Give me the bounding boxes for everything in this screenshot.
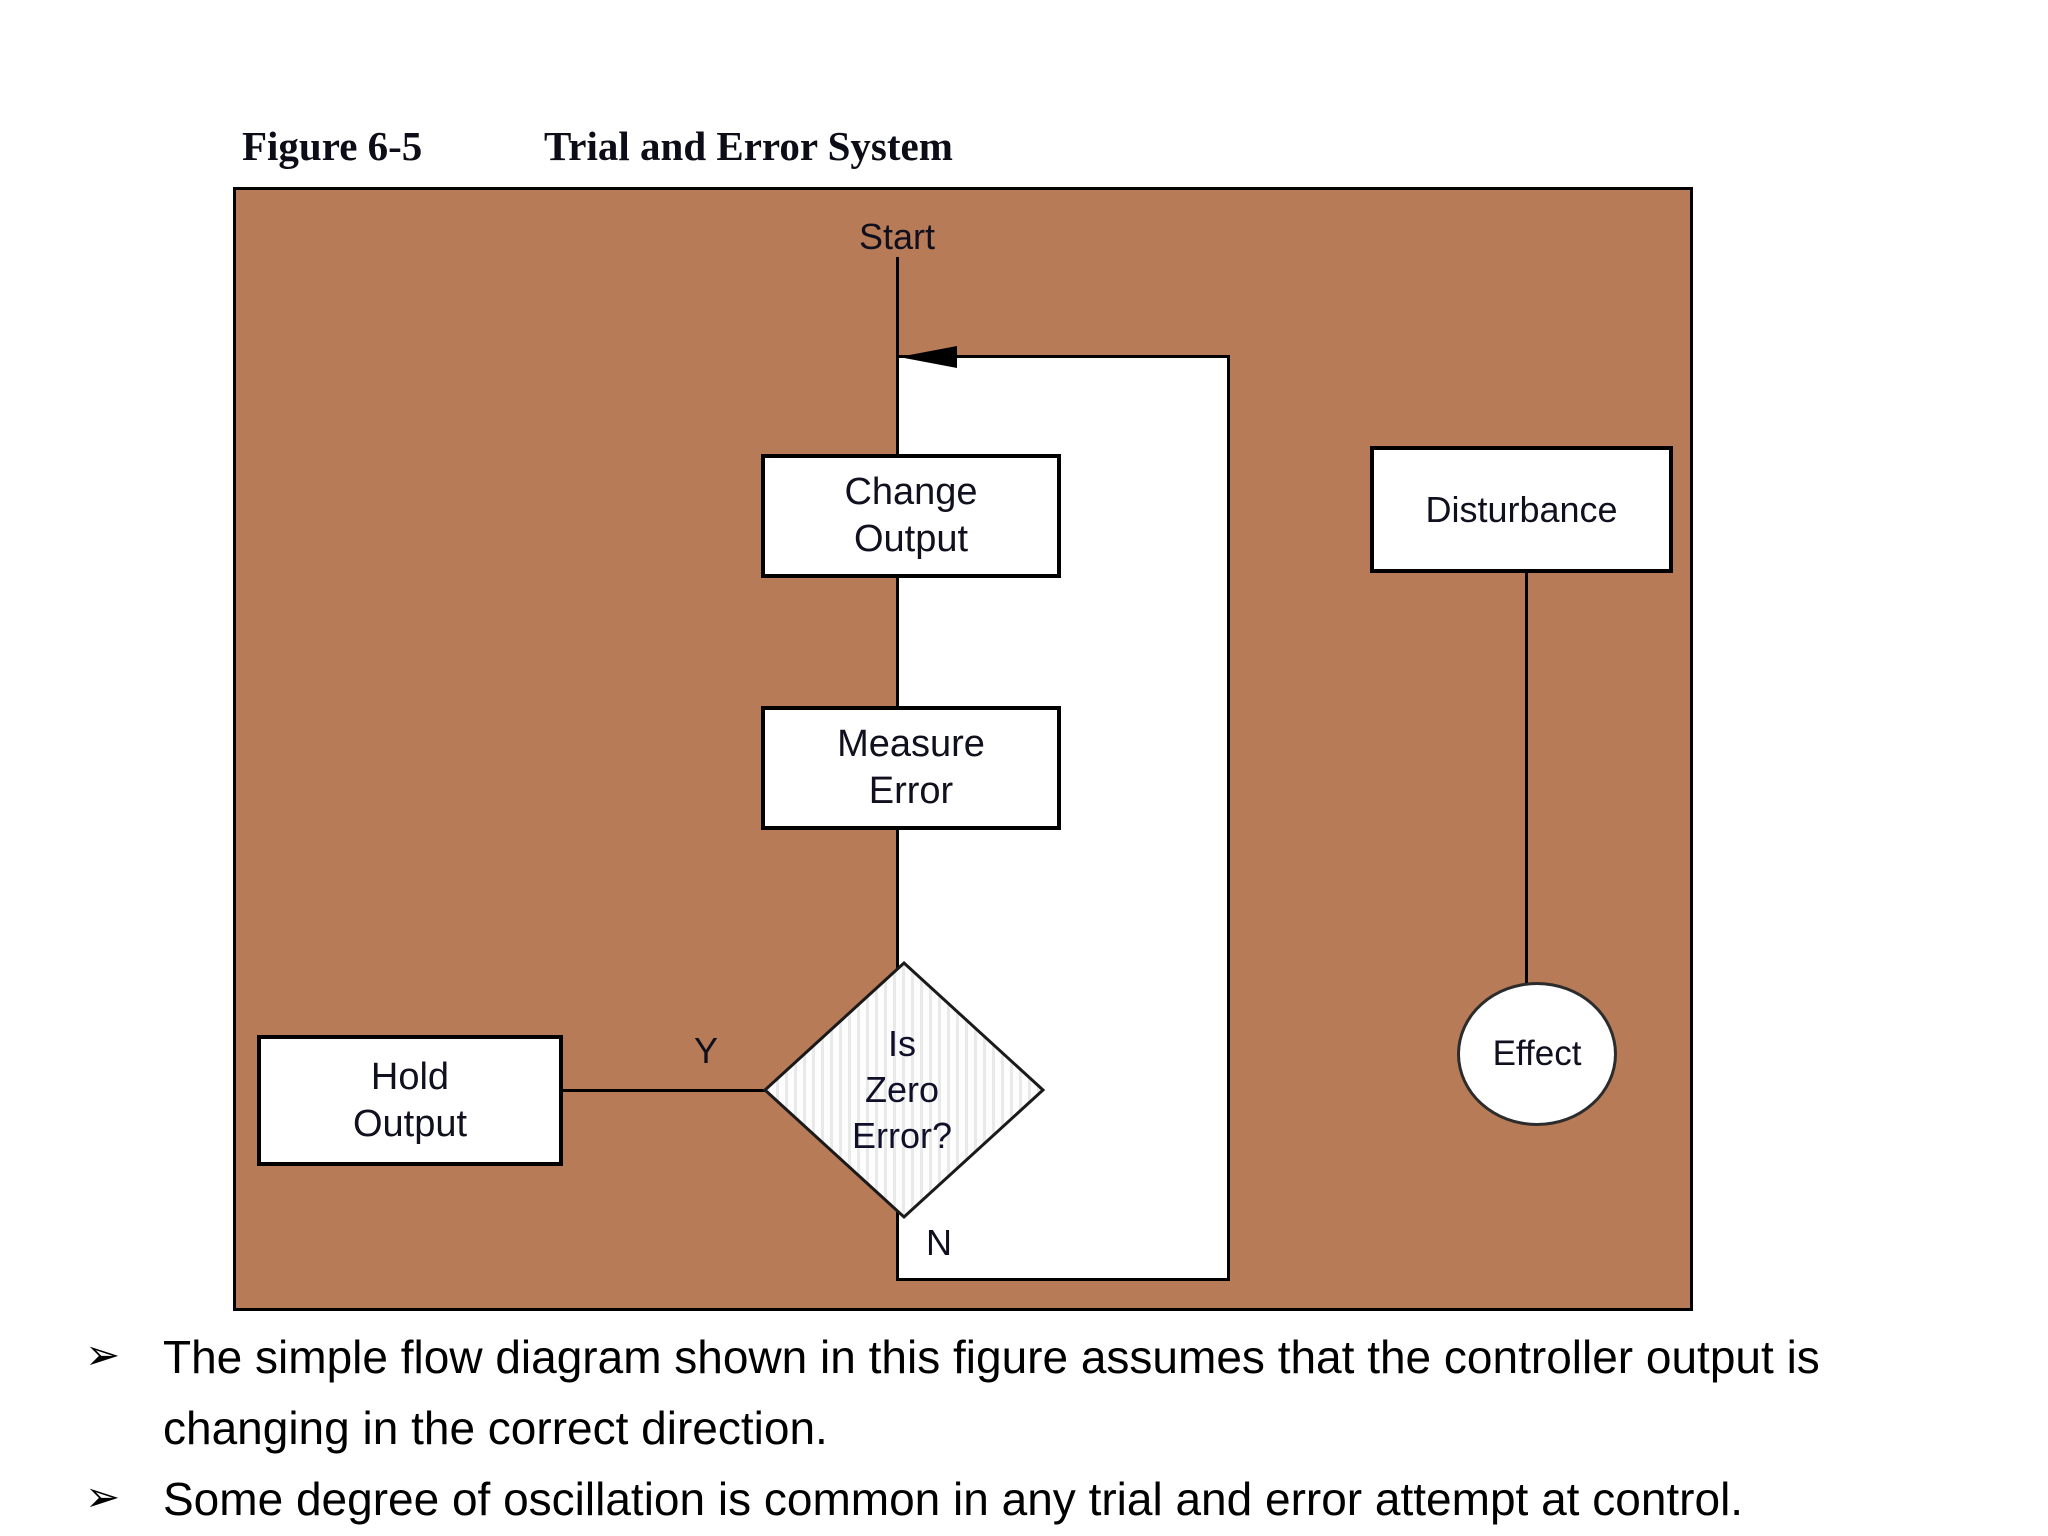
measure-error-box: Measure Error bbox=[761, 706, 1061, 830]
bullet-list: ➢ The simple flow diagram shown in this … bbox=[85, 1322, 2015, 1535]
bullet-item: ➢ Some degree of oscillation is common i… bbox=[85, 1464, 2015, 1535]
bullet-text: The simple flow diagram shown in this fi… bbox=[163, 1331, 1820, 1454]
hold-output-box: Hold Output bbox=[257, 1035, 563, 1166]
bullet-arrow-icon: ➢ bbox=[85, 1473, 121, 1520]
figure-number: Figure 6-5 bbox=[242, 123, 423, 169]
change-output-label: Change Output bbox=[844, 471, 978, 560]
hold-output-label: Hold Output bbox=[352, 1055, 468, 1145]
start-label: Start bbox=[858, 216, 936, 257]
disturbance-label: Disturbance bbox=[1425, 489, 1618, 530]
decision-label: Is Zero Error? bbox=[851, 1023, 953, 1156]
bullet-arrow-icon: ➢ bbox=[85, 1331, 121, 1378]
disturbance-connector-line bbox=[1525, 571, 1528, 983]
yes-connector-line bbox=[563, 1089, 766, 1092]
effect-node: Effect bbox=[1457, 982, 1617, 1126]
effect-label: Effect bbox=[1492, 1034, 1582, 1073]
bullet-text: Some degree of oscillation is common in … bbox=[163, 1473, 1744, 1525]
bullet-item: ➢ The simple flow diagram shown in this … bbox=[85, 1322, 2015, 1464]
loop-arrowhead-icon bbox=[899, 346, 957, 368]
no-branch-label: N bbox=[926, 1222, 952, 1263]
yes-branch-label: Y bbox=[694, 1030, 719, 1071]
decision-diamond bbox=[762, 960, 1046, 1220]
start-connector-line bbox=[896, 257, 899, 357]
change-output-box: Change Output bbox=[761, 454, 1061, 578]
disturbance-box: Disturbance bbox=[1370, 446, 1673, 573]
figure-title: Trial and Error System bbox=[544, 123, 953, 169]
measure-error-label: Measure Error bbox=[837, 723, 985, 812]
